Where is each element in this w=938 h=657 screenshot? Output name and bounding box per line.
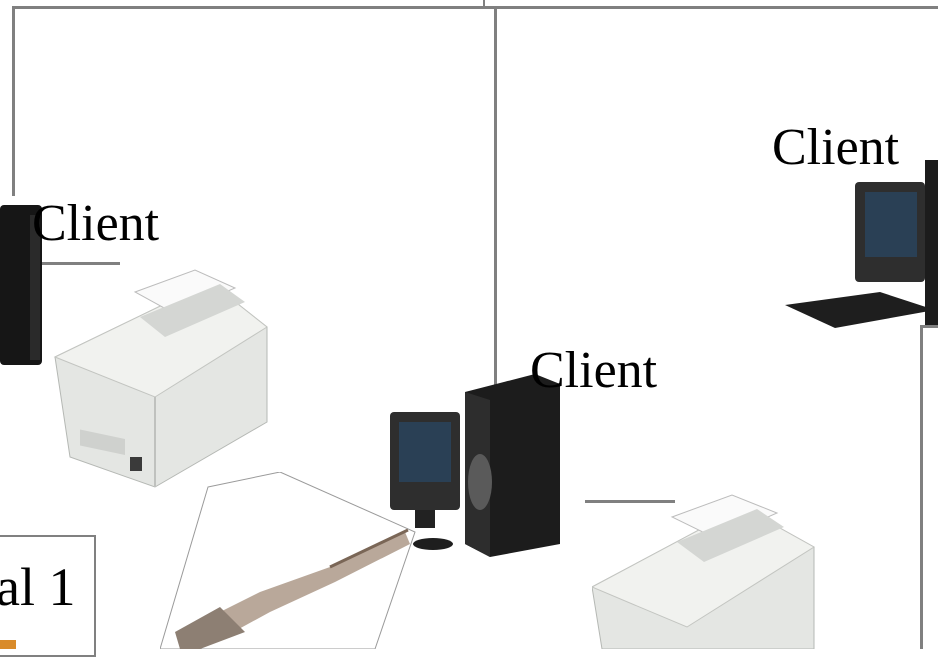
network-line-top-tick: [483, 0, 485, 8]
network-line-top: [12, 6, 938, 9]
client-label: Client: [772, 122, 899, 174]
receipt-printer-icon: [45, 262, 275, 492]
network-line-center-drop: [494, 6, 497, 391]
terminal-accent: [0, 640, 16, 649]
desktop-computer-icon: [385, 372, 565, 557]
client-label: Client: [32, 198, 159, 250]
receipt-printer-icon: [592, 487, 822, 649]
desktop-computer-icon: [785, 160, 938, 330]
network-line-right-drop: [920, 325, 923, 649]
client-label: Client: [530, 345, 657, 397]
terminal-label: al 1: [0, 560, 75, 614]
barcode-scanner-icon: [160, 472, 420, 649]
network-line-left-drop: [12, 6, 15, 196]
